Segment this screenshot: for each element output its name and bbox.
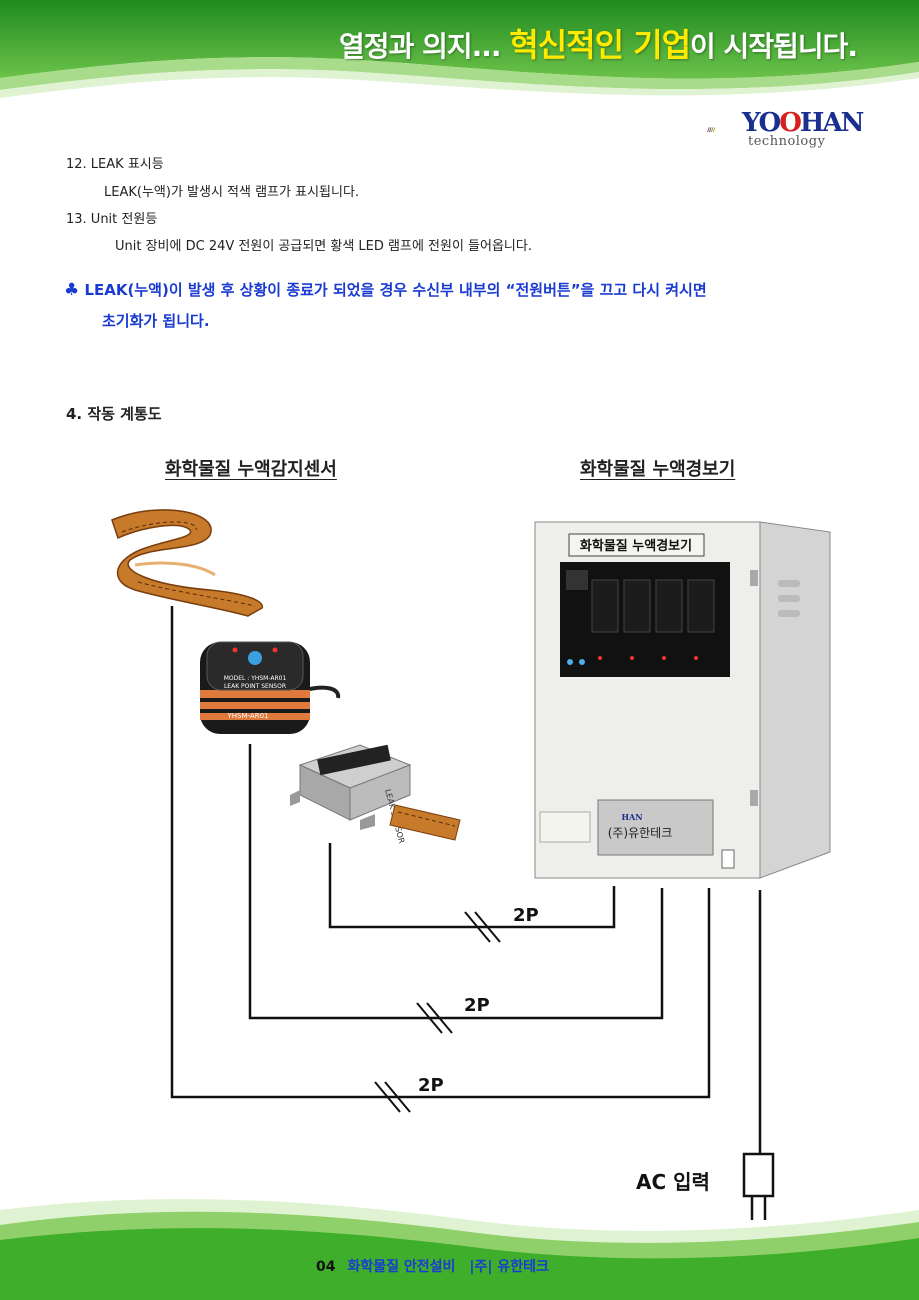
- alarm-group-label: 화학물질 누액경보기: [580, 459, 736, 480]
- leak-sensor-box-image: LEAK SENSOR: [290, 744, 461, 845]
- wire-break-marks: [374, 911, 501, 1113]
- item-13-desc: Unit 장비에 DC 24V 전원이 공급되면 황색 LED 램프에 전원이 …: [115, 239, 532, 254]
- header-wave-banner: [0, 0, 919, 98]
- footer-company: |주| 유한테크: [469, 1259, 549, 1275]
- club-icon: ♣: [64, 280, 80, 300]
- ac-input-label: AC 입력: [636, 1170, 710, 1194]
- wiring-lines: [170, 606, 762, 1155]
- ac-plug-icon: [742, 1152, 775, 1220]
- sensor-group-label: 화학물질 누액감지센서: [165, 459, 337, 480]
- slogan-pre: 열정과 의지...: [339, 30, 510, 63]
- wire-label-2p-2: 2P: [464, 995, 490, 1016]
- item-13-title: 13. Unit 전원등: [66, 212, 158, 227]
- reset-note-line2: 초기화가 됩니다.: [102, 312, 210, 330]
- footer-text: 04 화학물질 안전설비 |주| 유한테크: [316, 1256, 549, 1276]
- system-flow-diagram: MODEL : YHSM-AR01 LEAK POINT SENSOR YHSM…: [111, 509, 831, 1220]
- leak-alarm-cabinet-image: 화학물질 누액경보기 HAN (주)유한테크: [534, 521, 831, 879]
- slogan-post: 이 시작됩니다.: [690, 30, 858, 63]
- item-12-desc: LEAK(누액)가 발생시 적색 램프가 표시됩니다.: [104, 185, 360, 200]
- svg-text:YHSM-AR01: YHSM-AR01: [227, 712, 269, 720]
- footer-title: 화학물질 안전설비: [347, 1259, 456, 1275]
- wire-label-2p-3: 2P: [418, 1075, 444, 1096]
- leak-point-sensor-module-image: MODEL : YHSM-AR01 LEAK POINT SENSOR YHSM…: [200, 641, 341, 734]
- svg-text:MODEL : YHSM-AR01: MODEL : YHSM-AR01: [224, 675, 287, 682]
- wire-label-2p-1: 2P: [513, 905, 539, 926]
- logo-subtitle: technology: [748, 134, 826, 149]
- slogan-highlight: 혁신적인 기업: [509, 26, 691, 64]
- svg-text:HAN: HAN: [621, 812, 642, 822]
- yoohan-logo-mark: [707, 127, 716, 133]
- leak-tape-sensor-image: [111, 509, 264, 617]
- svg-text:(주)유한테크: (주)유한테크: [608, 826, 673, 840]
- section-title: 4. 작동 계통도: [66, 405, 162, 423]
- header-slogan: 열정과 의지... 혁신적인 기업이 시작됩니다.: [339, 20, 858, 66]
- reset-note-line1: ♣ LEAK(누액)이 발생 후 상황이 종료가 되었을 경우 수신부 내부의 …: [64, 280, 707, 300]
- logo-wordmark: YOOHAN: [742, 108, 864, 138]
- item-12-title: 12. LEAK 표시등: [66, 157, 164, 172]
- page-number: 04: [316, 1259, 336, 1275]
- svg-text:화학물질 누액경보기: 화학물질 누액경보기: [580, 538, 692, 554]
- svg-text:LEAK POINT SENSOR: LEAK POINT SENSOR: [224, 683, 286, 690]
- footer-wave-banner: [0, 1199, 919, 1300]
